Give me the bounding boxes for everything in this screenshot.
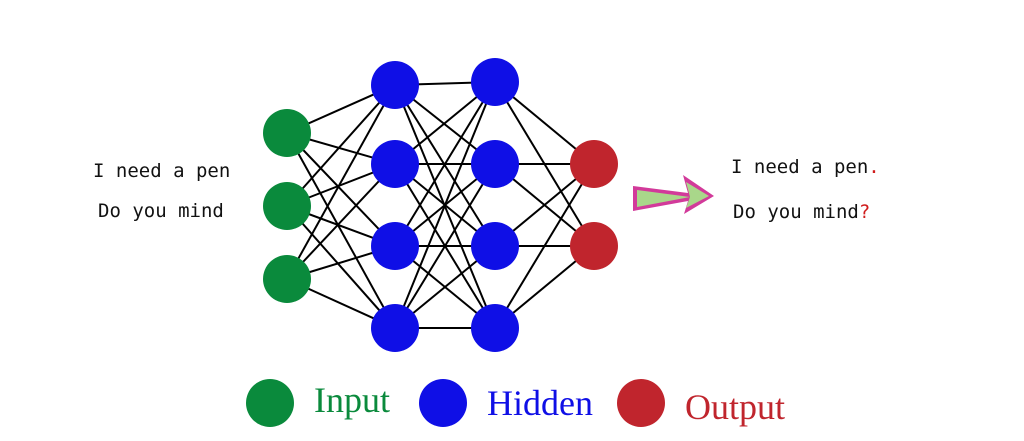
output-sentence-1-text: I need a pen [731,156,869,178]
edge-l2-n3-to-n0 [494,163,595,329]
edge-l0-n2-to-n0 [286,84,396,280]
edge-l0-n1-to-n0 [286,84,396,207]
legend-hidden-label: Hidden [487,383,593,423]
input-node-l0-0 [263,109,311,157]
edge-l0-n0-to-n2 [286,132,396,247]
edge-l0-n2-to-n1 [286,163,396,280]
edge-l1-n2-to-n0 [394,81,496,247]
output-period: . [868,156,880,178]
legend-output-dot [617,379,665,427]
output-node-l3-1 [570,222,618,270]
output-question-mark: ? [858,201,871,223]
hidden-node-l2-0 [471,58,519,106]
input-node-l0-1 [263,182,311,230]
hidden-node-l2-1 [471,140,519,188]
legend-output-label: Output [685,387,786,427]
hidden-node-l1-3 [371,304,419,352]
hidden-node-l2-2 [471,222,519,270]
output-node-l3-0 [570,140,618,188]
input-sentence-2: Do you mind [98,200,224,222]
hidden-node-l2-3 [471,304,519,352]
output-sentence-2-text: Do you mind [733,201,859,223]
hidden-node-l1-2 [371,222,419,270]
output-sentence-2: Do you mind? [733,201,870,223]
input-sentence-1: I need a pen [93,160,231,182]
edge-l1-n3-to-n0 [394,81,496,329]
hidden-node-l1-0 [371,61,419,109]
input-node-l0-2 [263,255,311,303]
output-sentence-1: I need a pen. [731,156,880,178]
edge-l0-n0-to-n3 [286,132,396,329]
legend-input-dot [246,379,294,427]
edge-l1-n3-to-n1 [394,163,496,329]
right-arrow-icon [633,175,714,214]
legend-input-label: Input [314,380,390,420]
legend-hidden-dot [419,379,467,427]
hidden-node-l1-1 [371,140,419,188]
edge-l0-n1-to-n3 [286,205,396,329]
